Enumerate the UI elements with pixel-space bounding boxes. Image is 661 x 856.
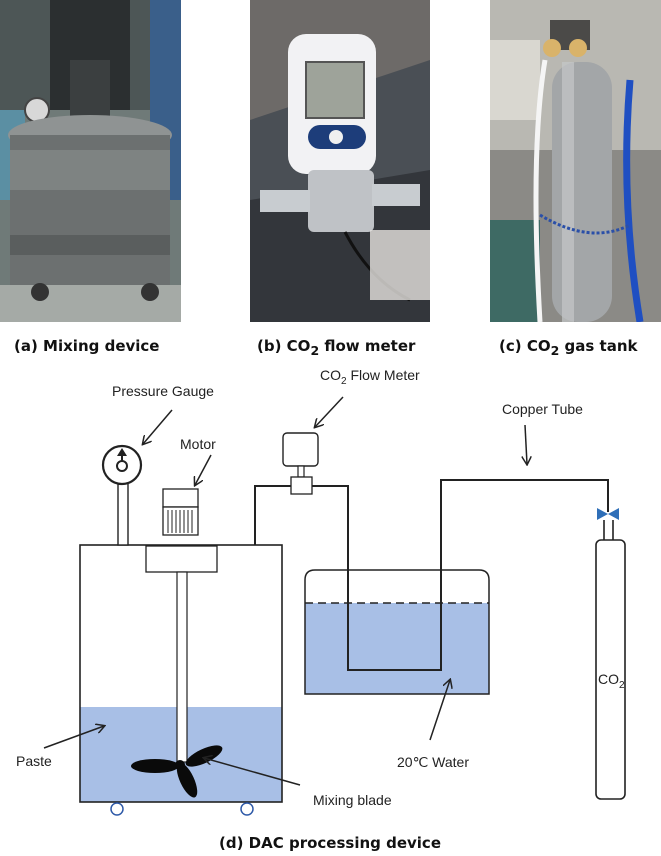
caption-mixing-device: (a) Mixing device (14, 337, 159, 358)
gas-tank-photo (490, 0, 661, 322)
flow-meter-neck (297, 465, 305, 478)
caption-c-sub: 2 (550, 343, 560, 358)
motor-fins (167, 510, 193, 533)
motor-top (162, 488, 199, 508)
caption-flow-meter: (b) CO2 flow meter (257, 337, 415, 358)
arrow-mixing-blade (204, 758, 301, 786)
caption-b-suffix: flow meter (319, 337, 416, 355)
mixing-device-photo (0, 0, 181, 322)
copper-tube-line (254, 479, 609, 671)
caption-gas-tank: (c) CO2 gas tank (499, 337, 637, 358)
dac-diagram: Pressure Gauge Motor CO2 Flow Meter Copp… (16, 367, 626, 816)
label-flow-meter: CO2 Flow Meter (320, 367, 420, 387)
co2-tank (595, 539, 626, 800)
label-co2-tank: CO2 (598, 671, 625, 691)
wheel-left-icon (110, 802, 124, 816)
caption-dac-device: (d) DAC processing device (219, 834, 441, 852)
label-mixing-blade: Mixing blade (313, 792, 392, 808)
caption-c-suffix: gas tank (559, 337, 638, 355)
label-motor: Motor (180, 436, 216, 452)
flow-meter-icon (282, 432, 319, 467)
flow-meter-photo (250, 0, 430, 322)
caption-b-text: (b) CO (257, 337, 311, 355)
arrow-copper-tube (525, 424, 527, 464)
arrow-paste (43, 726, 104, 749)
flow-meter-body (290, 476, 313, 495)
water-bath (304, 569, 490, 695)
mixing-vessel (79, 544, 283, 803)
gauge-stem (117, 480, 129, 546)
lid-mount (145, 545, 218, 573)
caption-a-text: (a) Mixing device (14, 337, 160, 355)
label-water: 20℃ Water (397, 754, 469, 770)
label-pressure-gauge: Pressure Gauge (112, 383, 214, 399)
label-flow-meter-sub: 2 (341, 376, 347, 387)
water-liquid (305, 603, 489, 694)
mixer-shaft (176, 571, 188, 763)
arrow-motor (195, 454, 212, 485)
label-flow-meter-prefix: CO (320, 367, 341, 383)
mixing-blade-icon (131, 745, 223, 798)
caption-c-text: (c) CO (499, 337, 551, 355)
arrow-flow-meter (315, 396, 344, 427)
label-tank-prefix: CO (598, 671, 619, 687)
label-paste: Paste (16, 753, 52, 769)
label-tank-sub: 2 (619, 680, 625, 691)
valve-icon (597, 508, 619, 520)
arrow-pressure-gauge (143, 409, 173, 444)
pressure-gauge-icon (101, 444, 143, 486)
label-copper-tube: Copper Tube (502, 401, 583, 417)
caption-b-sub: 2 (310, 343, 320, 358)
gauge-needle-tip (117, 448, 127, 456)
arrow-water (429, 680, 450, 741)
label-flow-meter-suffix: Flow Meter (347, 367, 420, 383)
wheel-right-icon (240, 802, 254, 816)
